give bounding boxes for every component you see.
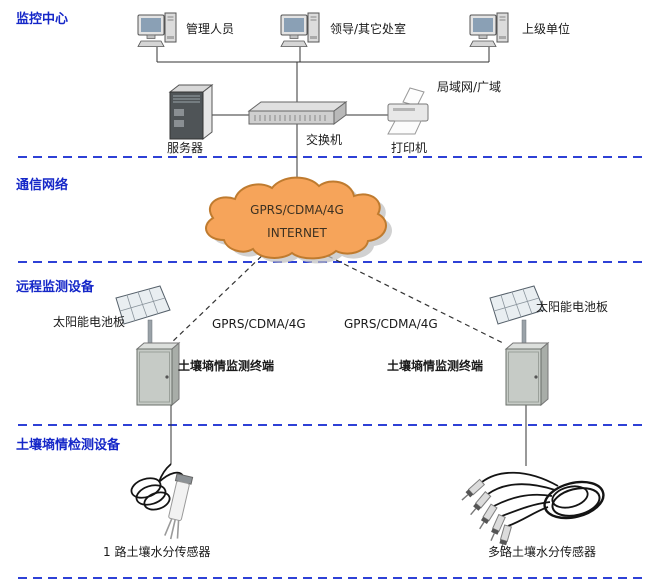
printer-icon	[387, 87, 429, 135]
printer-label: 打印机	[391, 141, 428, 155]
switch-icon	[248, 101, 347, 125]
cloud-text-line1: GPRS/CDMA/4G	[250, 203, 344, 217]
wireless-links	[169, 249, 506, 345]
switch-label: 交换机	[306, 133, 343, 147]
sensor-single-label: 1 路土壤水分传感器	[103, 545, 211, 559]
terminal-left-label: 土壤墒情监测终端	[178, 359, 275, 373]
server-icon	[169, 84, 213, 140]
admin-pc-label: 管理人员	[186, 22, 235, 36]
multi-soil-sensor-icon	[458, 471, 605, 554]
solar-left-label: 太阳能电池板	[53, 315, 126, 329]
gprs-left-label: GPRS/CDMA/4G	[212, 317, 306, 331]
internet-cloud	[205, 176, 393, 264]
admin-pc-icon	[137, 12, 177, 47]
wireless-link-left	[169, 249, 269, 345]
superior-pc-label: 上级单位	[522, 22, 571, 36]
leader-pc-icon	[280, 12, 320, 47]
terminal-cabinet-left-icon	[136, 342, 180, 406]
terminal-right-label: 土壤墒情监测终端	[387, 359, 484, 373]
gprs-right-label: GPRS/CDMA/4G	[344, 317, 438, 331]
lan-wan-label: 局域网/广域	[437, 80, 502, 94]
superior-pc-icon	[469, 12, 509, 47]
section-label-soil-detection: 土壤墒情检测设备	[16, 438, 121, 453]
solar-right-label: 太阳能电池板	[536, 300, 609, 314]
server-label: 服务器	[167, 141, 204, 155]
connector-lines	[156, 47, 527, 466]
section-label-monitoring-center: 监控中心	[16, 12, 69, 27]
section-label-communication-network: 通信网络	[16, 178, 69, 193]
wireless-link-right	[319, 251, 506, 345]
leader-pc-label: 领导/其它处室	[330, 22, 407, 36]
solar-panel-right-icon	[489, 285, 545, 347]
section-label-remote-monitoring: 远程监测设备	[16, 280, 95, 295]
single-soil-sensor-icon	[130, 463, 194, 540]
terminal-cabinet-right-icon	[505, 342, 549, 406]
cloud-text-line2: INTERNET	[267, 226, 327, 240]
sensor-multi-label: 多路土壤水分传感器	[488, 545, 597, 559]
